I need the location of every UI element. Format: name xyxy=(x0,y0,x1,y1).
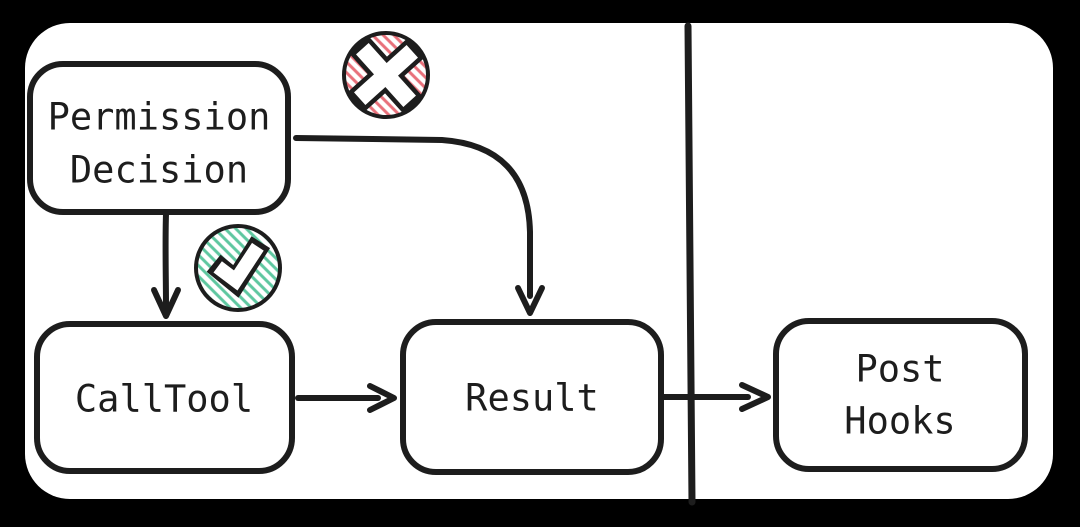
permission-decision-label-line1: Permission xyxy=(48,96,271,139)
node-result: Result xyxy=(400,319,664,475)
node-calltool: CallTool xyxy=(34,321,295,474)
edge-calltool-to-result xyxy=(295,383,397,413)
edge-permission-to-calltool-arrowhead xyxy=(151,287,181,319)
check-glyph xyxy=(206,236,271,298)
result-label: Result xyxy=(465,377,599,420)
edge-permission-to-result-arrowhead xyxy=(515,285,545,316)
x-glyph xyxy=(346,35,426,115)
post-hooks-label-line2: Hooks xyxy=(844,400,955,443)
edge-result-to-posthooks-arrowhead xyxy=(739,382,771,412)
edge-permission-to-result-shaft xyxy=(293,135,533,299)
calltool-label: CallTool xyxy=(75,378,253,421)
node-permission-decision: Permission Decision xyxy=(27,61,291,215)
x-circle-icon xyxy=(342,31,430,119)
permission-decision-box xyxy=(27,61,291,215)
result-box xyxy=(400,319,664,475)
stage-divider-line xyxy=(684,22,696,506)
check-circle-icon xyxy=(194,224,282,312)
edge-permission-to-calltool xyxy=(151,211,181,319)
edge-calltool-to-result-arrowhead xyxy=(367,383,397,413)
edge-permission-to-result xyxy=(293,135,545,316)
post-hooks-label-line1: Post xyxy=(855,348,944,391)
permission-decision-label-line2: Decision xyxy=(70,149,248,192)
post-hooks-box xyxy=(773,318,1028,472)
node-post-hooks: Post Hooks xyxy=(773,318,1028,472)
edge-result-to-posthooks xyxy=(659,382,771,412)
calltool-box xyxy=(34,321,295,474)
